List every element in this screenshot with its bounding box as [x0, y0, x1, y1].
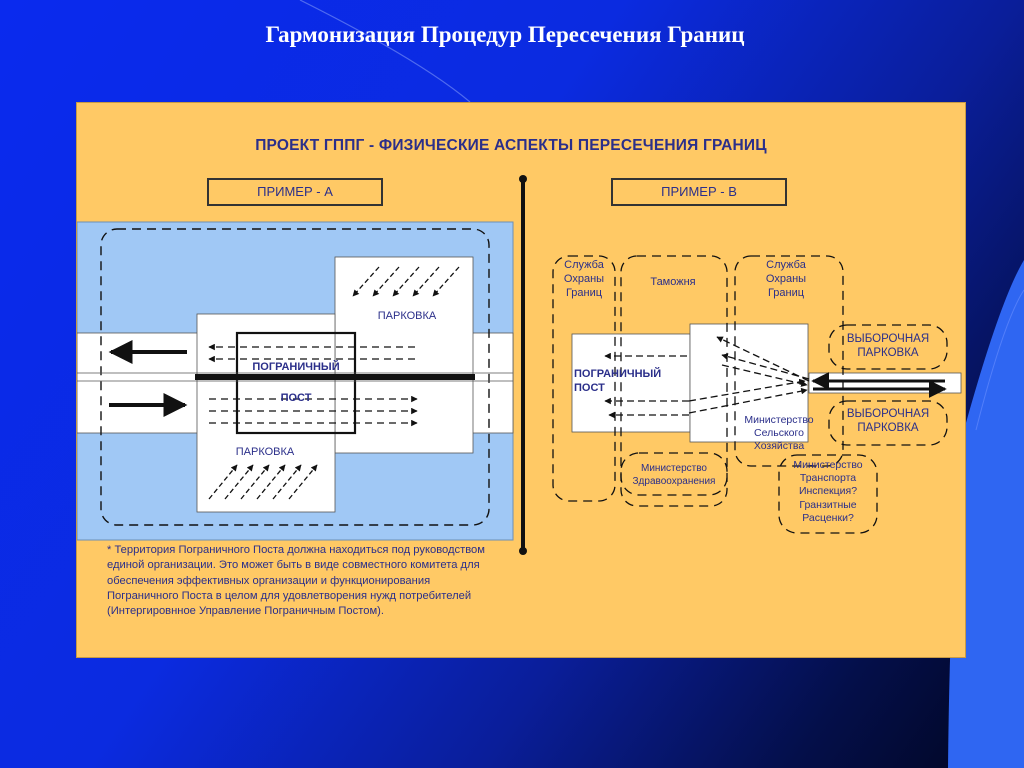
divider-line: [519, 175, 527, 555]
footnote: * Территория Пограничного Поста должна н…: [107, 544, 485, 618]
border-crossing-diagram: [77, 175, 962, 555]
border-guard-label-2: Служба Охраны Границ: [765, 259, 807, 299]
transport-ministry-label: Министерство Транспорта Инспекция? Гранз…: [793, 459, 863, 524]
parking-top-label: ПАРКОВКА: [377, 310, 437, 322]
parking-bottom-label: ПАРКОВКА: [235, 446, 295, 458]
border-post-b-label: ПОГРАНИЧНЫЙ ПОСТ: [574, 368, 662, 394]
example-a-diagram: [77, 221, 514, 541]
selective-parking-1-label: ВЫБОРОЧНАЯ ПАРКОВКА: [846, 333, 930, 359]
example-a-label: ПРИМЕР - А: [207, 178, 383, 206]
post-label-line2: ПОСТ: [280, 392, 312, 404]
example-b-diagram: [552, 255, 962, 534]
slide-title: Гармонизация Процедур Пересечения Границ: [265, 22, 745, 47]
health-ministry-label: Министерство Здравоохранения: [632, 463, 716, 487]
example-b-label: ПРИМЕР - В: [611, 178, 787, 206]
border-guard-label-1: Служба Охраны Границ: [563, 259, 605, 299]
agriculture-ministry-label: Министерство Сельского Хозяйства: [744, 414, 814, 452]
content-panel: ПРОЕКТ ГППГ - ФИЗИЧЕСКИЕ АСПЕКТЫ ПЕРЕСЕЧ…: [76, 102, 966, 658]
post-label-line1: ПОГРАНИЧНЫЙ: [252, 361, 340, 373]
customs-label: Таможня: [650, 276, 696, 288]
panel-title: ПРОЕКТ ГППГ - ФИЗИЧЕСКИЕ АСПЕКТЫ ПЕРЕСЕЧ…: [255, 137, 767, 154]
selective-parking-2-label: ВЫБОРОЧНАЯ ПАРКОВКА: [846, 408, 930, 434]
